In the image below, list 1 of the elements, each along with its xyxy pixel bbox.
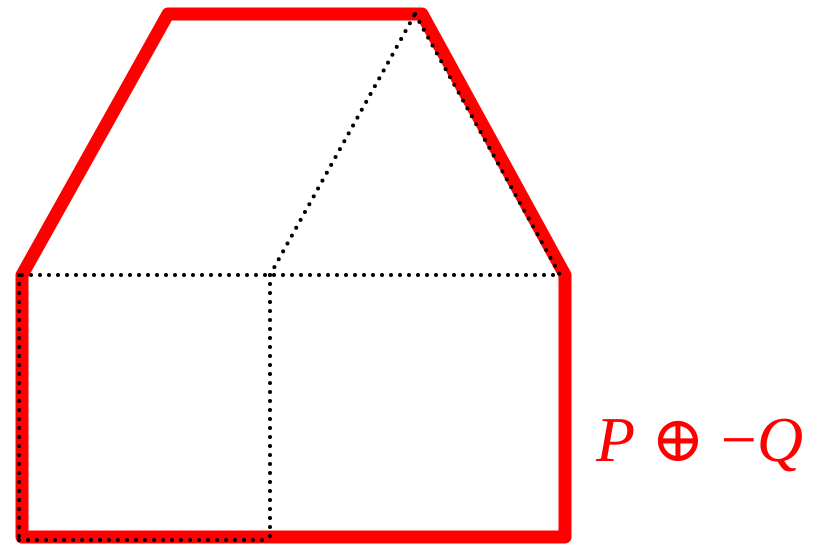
formula-label: P ⊕ −Q [596,408,804,472]
